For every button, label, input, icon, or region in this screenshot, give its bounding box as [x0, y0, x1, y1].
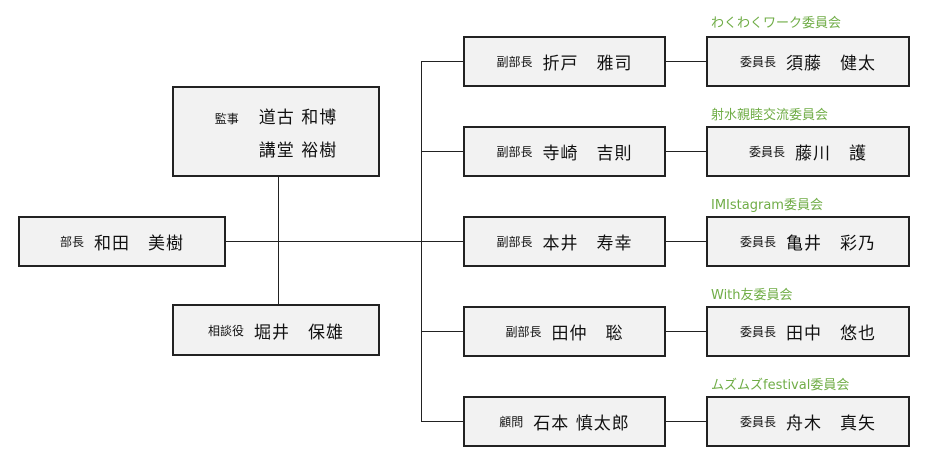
auditor-box: 監事 道古 和博 講堂 裕樹 — [172, 86, 380, 177]
connector-pair-3 — [666, 241, 706, 242]
auditor-content: 監事 道古 和博 講堂 裕樹 — [215, 103, 337, 161]
vice-head-role-1: 副部長 — [496, 55, 533, 69]
chair-box-1: 委員長 須藤 健太 — [706, 36, 910, 87]
chair-box-2: 委員長 藤川 護 — [706, 126, 910, 177]
auditor-name-2: 講堂 裕樹 — [258, 140, 338, 161]
vice-head-name-4: 田仲 聡 — [551, 324, 624, 344]
connector-pair-5 — [666, 421, 706, 422]
advisor-komon-name: 石本 慎太郎 — [533, 414, 630, 434]
chair-role-1: 委員長 — [739, 55, 776, 69]
connector-pair-2 — [666, 151, 706, 152]
chair-role-5: 委員長 — [739, 415, 776, 429]
chair-box-4: 委員長 田中 悠也 — [706, 306, 910, 357]
connector-branch-1 — [421, 61, 463, 62]
vice-head-box-3: 副部長 本井 寿幸 — [463, 216, 666, 267]
chair-name-3: 亀井 彩乃 — [786, 234, 876, 254]
head-name: 和田 美樹 — [94, 234, 184, 254]
advisor-name: 堀井 保雄 — [254, 322, 344, 343]
committee-label-1: わくわくワーク委員会 — [711, 16, 842, 31]
chair-role-3: 委員長 — [739, 235, 776, 249]
connector-pair-4 — [666, 331, 706, 332]
vice-head-name-1: 折戸 雅司 — [542, 54, 633, 74]
committee-label-3: IMIstagram委員会 — [711, 198, 823, 213]
chair-role-2: 委員長 — [748, 145, 785, 159]
chair-box-3: 委員長 亀井 彩乃 — [706, 216, 910, 267]
vice-head-name-3: 本井 寿幸 — [542, 234, 633, 254]
auditor-name-1: 道古 和博 — [258, 107, 338, 128]
vice-head-box-1: 副部長 折戸 雅司 — [463, 36, 666, 87]
chair-box-5: 委員長 舟木 真矢 — [706, 396, 910, 447]
head-box: 部長 和田 美樹 — [18, 216, 226, 267]
advisor-box: 相談役 堀井 保雄 — [172, 304, 380, 356]
connector-head-to-trunk — [226, 241, 422, 242]
vice-head-role-3: 副部長 — [496, 235, 533, 249]
chair-name-2: 藤川 護 — [795, 144, 867, 164]
committee-label-2: 射水親睦交流委員会 — [711, 108, 829, 123]
connector-pair-1 — [666, 61, 706, 62]
vice-head-name-2: 寺崎 吉則 — [542, 144, 633, 164]
auditor-row-2: 講堂 裕樹 — [215, 136, 337, 161]
auditor-role: 監事 — [214, 111, 239, 126]
committee-label-4: With友委員会 — [711, 288, 793, 303]
vice-head-role-2: 副部長 — [496, 145, 533, 159]
vice-head-box-2: 副部長 寺崎 吉則 — [463, 126, 666, 177]
chair-role-4: 委員長 — [739, 325, 776, 339]
connector-branch-4 — [421, 331, 463, 332]
auditor-row-1: 監事 道古 和博 — [215, 103, 337, 128]
advisor-role: 相談役 — [207, 323, 244, 338]
chair-name-1: 須藤 健太 — [786, 54, 876, 74]
vice-head-role-4: 副部長 — [505, 325, 542, 339]
committee-label-5: ムズムズfestival委員会 — [711, 378, 850, 393]
connector-branch-2 — [421, 151, 463, 152]
chair-name-5: 舟木 真矢 — [786, 414, 876, 434]
vice-head-box-4: 副部長 田仲 聡 — [463, 306, 666, 357]
connector-branch-5 — [421, 421, 463, 422]
connector-branch-3 — [421, 241, 463, 242]
connector-vertical-auditor-advisor — [278, 177, 279, 304]
advisor-komon-role: 顧問 — [499, 415, 524, 429]
advisor-komon-box: 顧問 石本 慎太郎 — [463, 396, 666, 447]
chair-name-4: 田中 悠也 — [786, 324, 876, 344]
head-role: 部長 — [59, 235, 84, 249]
